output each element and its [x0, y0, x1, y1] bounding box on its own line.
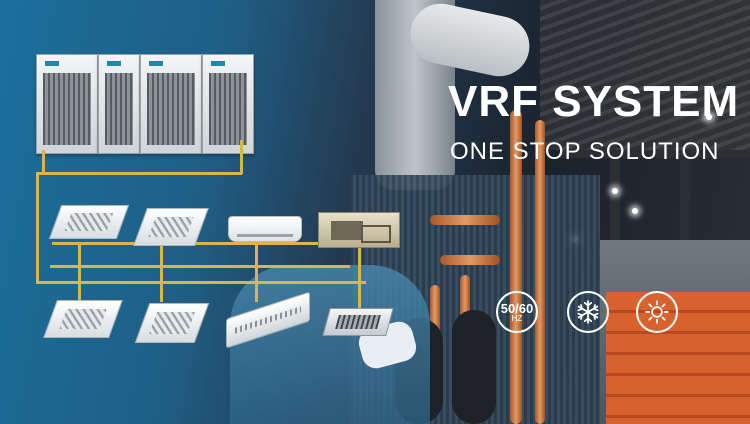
- copper-pipe: [430, 215, 500, 225]
- pillar: [610, 150, 620, 250]
- refrigerant-pipe: [36, 281, 366, 284]
- slim-duct-unit: [322, 308, 394, 336]
- refrigerant-pipe: [36, 172, 242, 175]
- refrigerant-pipe: [50, 265, 350, 268]
- refrigerant-pipe: [160, 242, 163, 302]
- copper-pipe: [440, 255, 500, 265]
- refrigerant-pipe: [52, 242, 397, 245]
- ducted-unit: [318, 212, 400, 248]
- black-hose: [452, 310, 496, 424]
- subheadline: ONE STOP SOLUTION: [450, 138, 720, 165]
- orange-crate: [606, 292, 750, 424]
- refrigerant-pipe: [358, 242, 361, 312]
- outdoor-unit: [140, 54, 202, 154]
- outdoor-unit: [36, 54, 98, 154]
- pillar: [680, 150, 690, 250]
- wall-mounted-unit: [228, 216, 302, 242]
- factory-roof: [540, 0, 750, 150]
- refrigerant-pipe: [255, 242, 258, 302]
- compact-cassette-unit: [134, 303, 210, 343]
- ceiling-light: [612, 188, 618, 194]
- roof-beam: [560, 150, 750, 158]
- copper-pipe: [460, 275, 470, 345]
- snowflake-icon: [567, 291, 609, 333]
- copper-pipe: [510, 110, 522, 424]
- four-way-cassette-unit: [48, 205, 130, 239]
- headline: VRF SYSTEM: [448, 77, 740, 126]
- sun-icon: [636, 291, 678, 333]
- refrigerant-pipe: [240, 140, 243, 174]
- four-way-cassette-unit: [43, 300, 123, 338]
- ceiling-light: [632, 208, 638, 214]
- refrigerant-pipe: [36, 172, 39, 284]
- compact-cassette-unit: [133, 208, 209, 246]
- frequency-unit: HZ: [511, 313, 523, 323]
- refrigerant-pipe: [78, 242, 81, 302]
- frequency-value: 50/60: [500, 300, 534, 316]
- ceiling-light: [706, 114, 712, 120]
- copper-pipe: [535, 120, 545, 424]
- outdoor-unit: [98, 54, 140, 154]
- frequency-50-60hz-icon: 50/60 HZ: [496, 291, 538, 333]
- outdoor-unit: [202, 54, 254, 154]
- refrigerant-pipe: [42, 150, 45, 174]
